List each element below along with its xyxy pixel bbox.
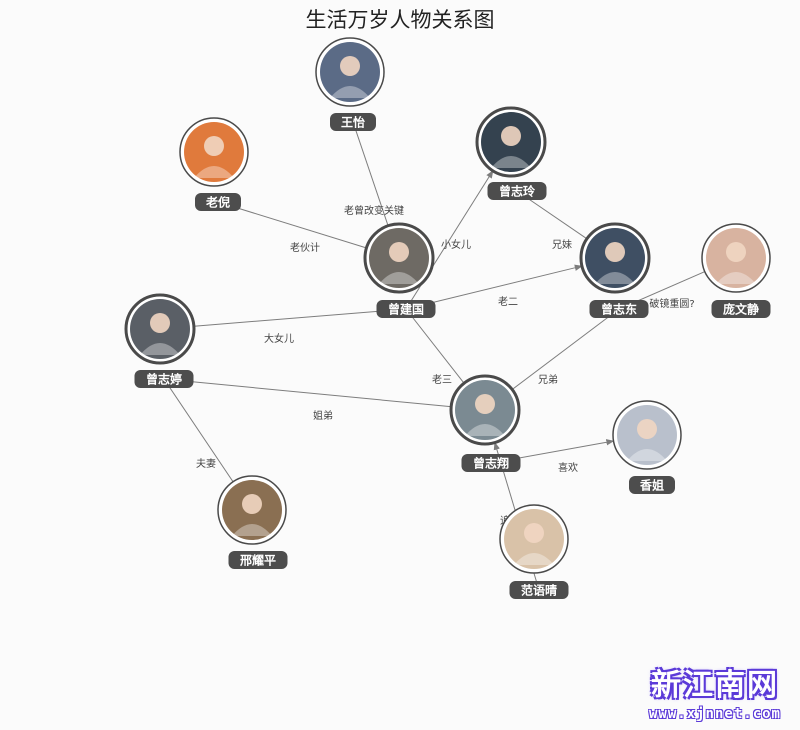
edge-zengjianguo-zengzhiting (187, 308, 407, 328)
edge-zengjianguo-zengzhixiang (405, 308, 469, 389)
node-fanyuqing[interactable]: 范语晴 (499, 504, 569, 599)
watermark: 新江南网 www.xjnnet.com (640, 660, 790, 722)
edge-label: 喜欢 (558, 461, 578, 474)
edge-label: 小女儿 (441, 238, 471, 251)
edge-zengzhidong-zengzhixiang (507, 308, 620, 394)
node-label: 曾志翔 (473, 456, 509, 471)
edge-label: 姐弟 (313, 409, 333, 422)
avatar-head-icon (726, 242, 746, 262)
watermark-logo: 新江南网 (651, 668, 779, 703)
node-label-bg (711, 300, 771, 318)
edge-laoni-zengjianguo (217, 201, 373, 251)
node-label-bg (629, 476, 675, 494)
edge-label: 夫妻 (196, 457, 216, 470)
node-label-bg (589, 300, 649, 318)
avatar-head-icon (605, 242, 625, 262)
node-label: 范语晴 (521, 583, 557, 598)
edge-label: 破镜重圆? (649, 297, 694, 310)
node-label: 曾志东 (601, 302, 637, 317)
avatar-body-icon (379, 272, 419, 284)
avatar-body-icon (491, 156, 531, 168)
avatar-head-icon (340, 56, 360, 76)
avatar-body-icon (595, 272, 635, 284)
avatar-body-icon (514, 553, 554, 565)
node-label: 香姐 (639, 478, 664, 493)
avatar-head-icon (204, 136, 224, 156)
node-label-bg (330, 113, 376, 131)
edge-label: 老二 (498, 295, 518, 308)
node-label: 王怡 (341, 115, 365, 130)
edge-label: 老三 (432, 373, 452, 386)
avatar-head-icon (389, 242, 409, 262)
node-zengjianguo[interactable]: 曾建国 (363, 222, 436, 318)
edge-label: 兄弟 (538, 374, 558, 386)
avatar-head-icon (637, 419, 657, 439)
node-zengzhiling[interactable]: 曾志玲 (475, 106, 547, 200)
edge-wangyi-zengjianguo (352, 121, 391, 232)
avatar-body-icon (465, 424, 505, 436)
node-label-bg (376, 300, 436, 318)
node-zengzhixiang[interactable]: 曾志翔 (449, 374, 521, 472)
node-label: 曾志婷 (146, 372, 182, 387)
edge-zengzhiting-xingyaoping (163, 378, 237, 488)
avatar-head-icon (501, 126, 521, 146)
node-zengzhidong[interactable]: 曾志东 (579, 222, 651, 318)
node-label-bg (134, 370, 194, 388)
node-pangwenjing[interactable]: 庞文静 (701, 223, 771, 318)
node-label: 老倪 (206, 195, 230, 210)
avatar-body-icon (194, 166, 234, 178)
avatar-head-icon (150, 313, 170, 333)
edge-label: 兄妹 (552, 239, 572, 251)
node-label-bg (461, 454, 521, 472)
node-label-bg (228, 551, 288, 569)
watermark-url: www.xjnnet.com (648, 706, 781, 722)
avatar-body-icon (627, 449, 667, 461)
avatar-body-icon (140, 343, 180, 355)
edge-label: 老曾改变关键 (344, 204, 404, 217)
node-label: 曾建国 (388, 302, 424, 317)
avatar-body-icon (716, 272, 756, 284)
avatar-head-icon (475, 394, 495, 414)
node-label-bg (487, 182, 547, 200)
node-label: 庞文静 (723, 302, 759, 317)
diagram-title: 生活万岁人物关系图 (305, 8, 495, 32)
avatar-body-icon (232, 524, 272, 536)
edge-zengzhiting-zengzhixiang (163, 378, 458, 408)
edge-zengjianguo-zengzhidong (405, 264, 583, 310)
node-label: 曾志玲 (499, 184, 536, 199)
node-zengzhiting[interactable]: 曾志婷 (124, 293, 196, 388)
node-wangyi[interactable]: 王怡 (315, 37, 385, 131)
edge-label: 老伙计 (290, 241, 320, 254)
node-label-bg (509, 581, 569, 599)
avatar-body-icon (330, 86, 370, 98)
node-xingyaoping[interactable]: 邢耀平 (217, 475, 288, 569)
avatar-head-icon (242, 494, 262, 514)
node-xiangjie[interactable]: 香姐 (612, 400, 682, 494)
avatar-head-icon (524, 523, 544, 543)
edge-label: 大女儿 (264, 332, 294, 345)
node-laoni[interactable]: 老倪 (179, 117, 249, 211)
node-label-bg (195, 193, 241, 211)
node-label: 邢耀平 (240, 554, 276, 568)
